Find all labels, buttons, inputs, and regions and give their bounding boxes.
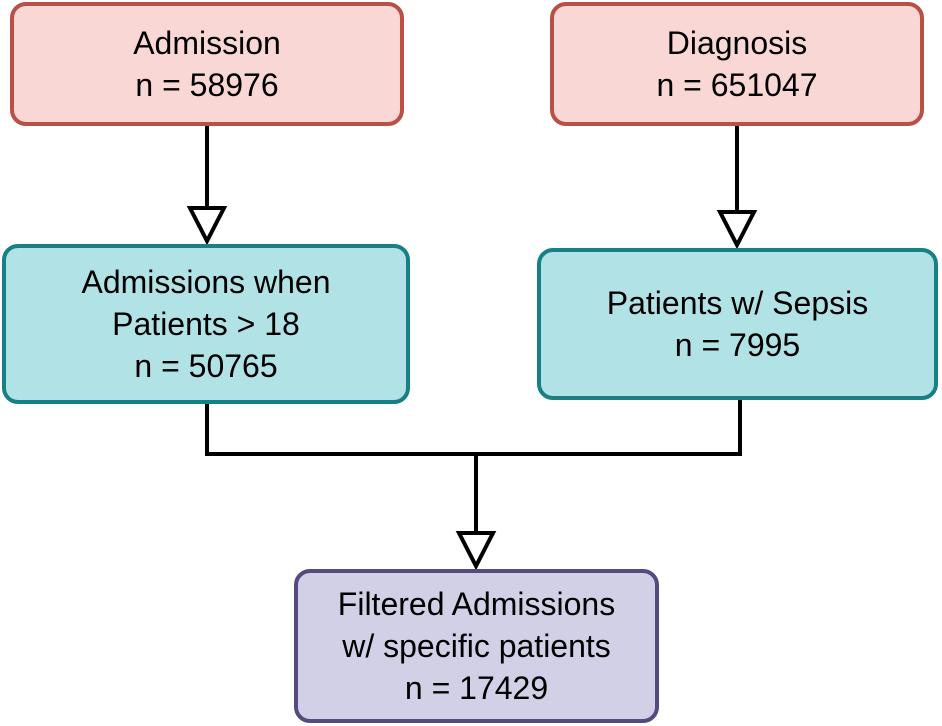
node-label-line1: Admissions when <box>81 264 331 300</box>
node-sepsis-patients: Patients w/ Sepsis n = 7995 <box>537 248 938 400</box>
node-label-line2: w/ specific patients <box>342 628 611 664</box>
node-count: n = 50765 <box>134 348 278 384</box>
arrowhead-hollow-icon <box>186 206 228 246</box>
node-filtered-admissions: Filtered Admissions w/ specific patients… <box>294 569 659 723</box>
node-adult-admissions: Admissions when Patients > 18 n = 50765 <box>2 244 410 404</box>
edge-sepsis-to-merge <box>476 400 742 456</box>
node-count: n = 651047 <box>656 67 818 103</box>
node-count: n = 58976 <box>135 67 279 103</box>
node-count: n = 17429 <box>404 670 549 706</box>
node-count: n = 7995 <box>674 327 801 363</box>
edge-adults-to-merge <box>205 404 476 456</box>
node-admission: Admission n = 58976 <box>10 2 404 126</box>
arrowhead-hollow-icon <box>455 531 497 571</box>
node-label-line2: Patients > 18 <box>112 306 300 342</box>
arrowhead-hollow-icon <box>716 210 758 250</box>
node-label-line1: Filtered Admissions <box>337 586 616 622</box>
node-label: Diagnosis <box>666 25 808 61</box>
node-label: Admission <box>133 25 281 61</box>
node-diagnosis: Diagnosis n = 651047 <box>550 2 924 126</box>
node-label: Patients w/ Sepsis <box>606 285 869 321</box>
